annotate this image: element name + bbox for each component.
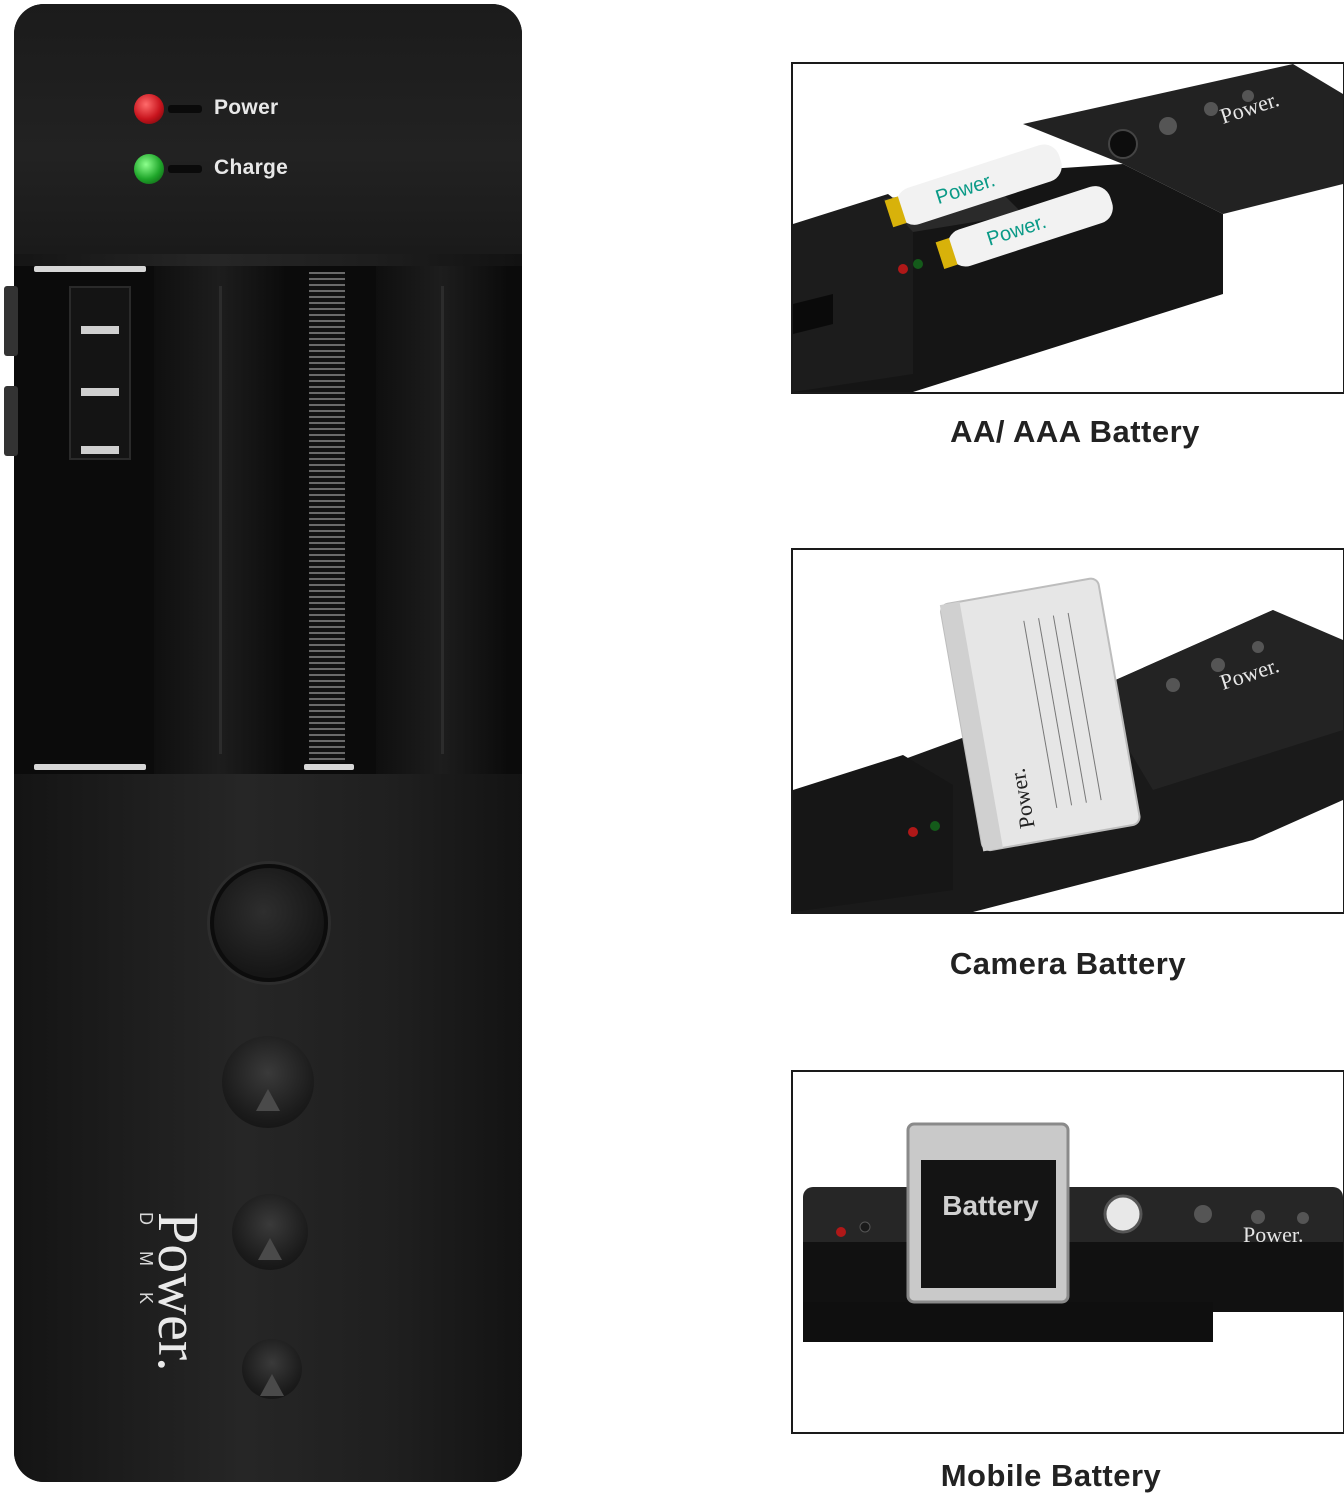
aa-aaa-photo: Power. Power. Power. (793, 64, 1343, 392)
svg-text:Power.: Power. (1243, 1222, 1304, 1247)
bay-rail (376, 266, 506, 774)
mobile-battery-photo: Power. (803, 1122, 1343, 1342)
phone-battery-label: Battery (942, 1190, 1039, 1221)
panel-camera: Power. Power. (791, 548, 1344, 914)
adjust-slider[interactable] (69, 286, 131, 460)
battery-bay (4, 266, 522, 774)
power-label: Power (214, 96, 279, 119)
charger-photo: Power Charge Power. DMK (4, 4, 522, 1482)
bay-rim (304, 764, 354, 770)
brand-prefix: DMK (136, 1212, 156, 1330)
charger-top-cap: Power Charge (14, 4, 522, 254)
side-knob-icon (4, 386, 18, 456)
caption-mobile: Mobile Battery (940, 1458, 1162, 1493)
led-slot (168, 105, 202, 113)
charger-lower-body (14, 774, 522, 1482)
contact-spring (309, 272, 345, 762)
camera-battery-photo: Power. Power. (793, 577, 1343, 912)
bay-rim (34, 764, 146, 770)
brand-logo: Power. DMK (132, 1212, 212, 1422)
panel-aa-aaa: Power. Power. Power. (791, 62, 1344, 394)
panel-mobile: Power. Battery (791, 1070, 1344, 1434)
caption-camera: Camera Battery (949, 946, 1187, 981)
side-knob-icon (4, 286, 18, 356)
round-button[interactable] (210, 864, 328, 982)
bay-rail (154, 266, 284, 774)
bay-rim (34, 266, 146, 272)
caption-aa-aaa: AA/ AAA Battery (950, 414, 1200, 449)
contact-icon (222, 1036, 314, 1128)
charge-led-icon (134, 154, 164, 184)
contact-icon (242, 1339, 302, 1399)
charge-label: Charge (214, 156, 289, 179)
contact-icon (232, 1194, 308, 1270)
power-led-icon (134, 94, 164, 124)
led-slot (168, 165, 202, 173)
